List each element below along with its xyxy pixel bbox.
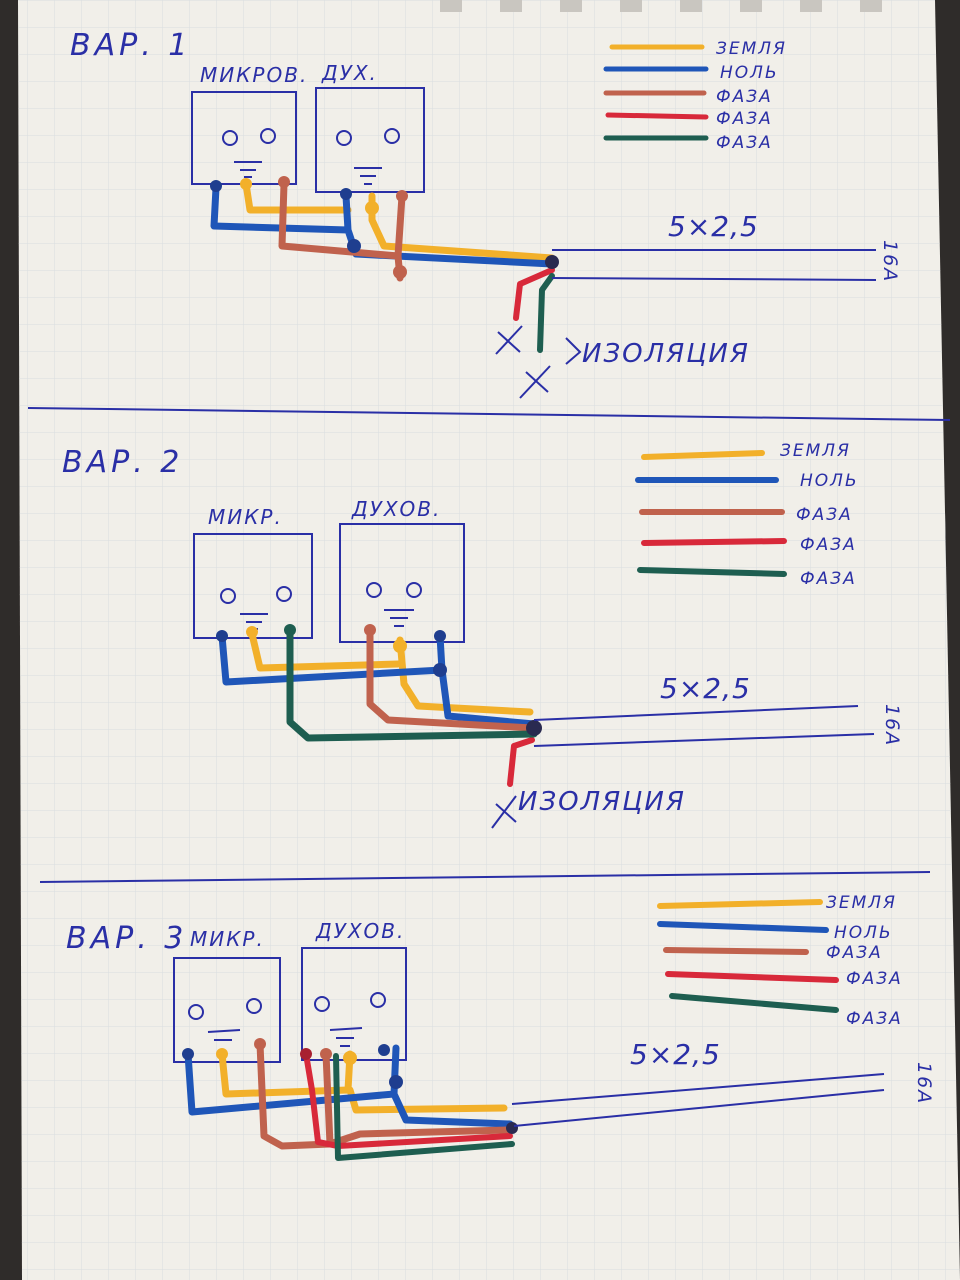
legend-swatch-phase-1 [663,947,809,955]
section-title: ВАР. 2 [62,445,183,480]
legend-swatch-phase-2 [665,971,839,983]
wire-phase-1 [366,626,536,732]
cable-spec: 5×2,5 [668,210,759,243]
legend: ЗЕМЛЯ НОЛЬ ФАЗА ФАЗА ФАЗА [635,441,859,589]
isolation-arrow [565,337,582,365]
wire-phase-2 [513,267,555,321]
wire-neutral [184,1044,514,1128]
cable-line-bottom [513,1089,885,1127]
wire-junctions [216,624,542,736]
legend: ЗЕМЛЯ НОЛЬ ФАЗА ФАЗА ФАЗА [603,39,787,153]
spiral-binding [440,0,882,12]
legend-label-earth: ЗЕМЛЯ [826,893,897,913]
legend-label-neutral: НОЛЬ [720,63,779,83]
left-socket-label: МИКРОВ. [200,63,308,87]
breaker-rating: 16А [879,240,901,283]
cable-spec: 5×2,5 [630,1038,721,1071]
isolation-label: ИЗОЛЯЦИЯ [582,339,750,369]
cable-line-top [533,705,859,721]
legend-swatch-earth [657,899,823,909]
legend-swatch-neutral [657,921,829,933]
section-var-2: ВАР. 2 МИКР. ДУХОВ. 5×2,5 16А ИЗОЛЯЦ [62,441,903,829]
legend: ЗЕМЛЯ НОЛЬ ФАЗА ФАЗА ФАЗА [657,893,903,1029]
section-var-3: ВАР. 3 МИКР. ДУХОВ. 5×2,5 16А [66,893,935,1161]
left-socket-label: МИКР. [190,927,265,951]
legend-label-phase-3: ФАЗА [716,133,773,153]
section-var-1: ВАР. 1 МИКРОВ. ДУХ. 5×2,5 [70,28,901,399]
cross-mark [491,795,517,829]
legend-label-earth: ЗЕМЛЯ [780,441,851,461]
section-title: ВАР. 1 [70,28,191,63]
wire-phase-2 [303,1051,513,1149]
legend-swatch-phase-2 [641,538,787,546]
legend-swatch-phase-3 [669,993,839,1013]
section-title: ВАР. 3 [66,921,187,956]
wire-phase-3 [286,628,538,742]
legend-label-phase-3: ФАЗА [800,569,857,589]
cross-mark [495,325,551,399]
section-divider-2 [39,871,931,883]
wire-junctions [210,176,559,279]
legend-label-phase-1: ФАЗА [826,943,883,963]
wire-junctions [182,1038,518,1134]
page-grid [18,0,960,1280]
legend-label-phase-2: ФАЗА [716,109,773,129]
legend-label-phase-1: ФАЗА [796,505,853,525]
breaker-rating: 16А [881,704,903,747]
socket-microwave [173,957,281,1063]
isolation-label: ИЗОЛЯЦИЯ [518,787,686,817]
wire-phase-3 [537,273,555,353]
right-socket-label: ДУХОВ. [315,919,405,943]
wire-phase-3 [333,1053,515,1161]
right-socket-label: ДУХОВ. [351,497,441,521]
legend-swatch-phase-3 [637,567,787,577]
legend-label-phase-3: ФАЗА [846,1009,903,1029]
breaker-rating: 16А [913,1062,935,1105]
left-socket-label: МИКР. [208,505,283,529]
legend-label-earth: ЗЕМЛЯ [716,39,787,59]
cable-line-bottom [533,733,875,747]
legend-swatch-earth [641,450,765,460]
cable-spec: 5×2,5 [660,672,751,705]
section-divider-1 [27,407,951,421]
legend-swatch-phase-2 [605,112,709,120]
legend-label-phase-2: ФАЗА [846,969,903,989]
legend-label-phase-2: ФАЗА [800,535,857,555]
legend-label-phase-1: ФАЗА [716,87,773,107]
socket-oven [315,87,425,193]
legend-label-neutral: НОЛЬ [800,471,859,491]
cable-line-bottom [551,277,877,281]
wire-earth [248,630,534,716]
cable-line-top [511,1073,885,1105]
wire-phase-2 [507,737,535,787]
right-socket-label: ДУХ. [321,61,378,85]
legend-label-neutral: НОЛЬ [834,923,893,943]
wire-neutral [218,632,538,728]
